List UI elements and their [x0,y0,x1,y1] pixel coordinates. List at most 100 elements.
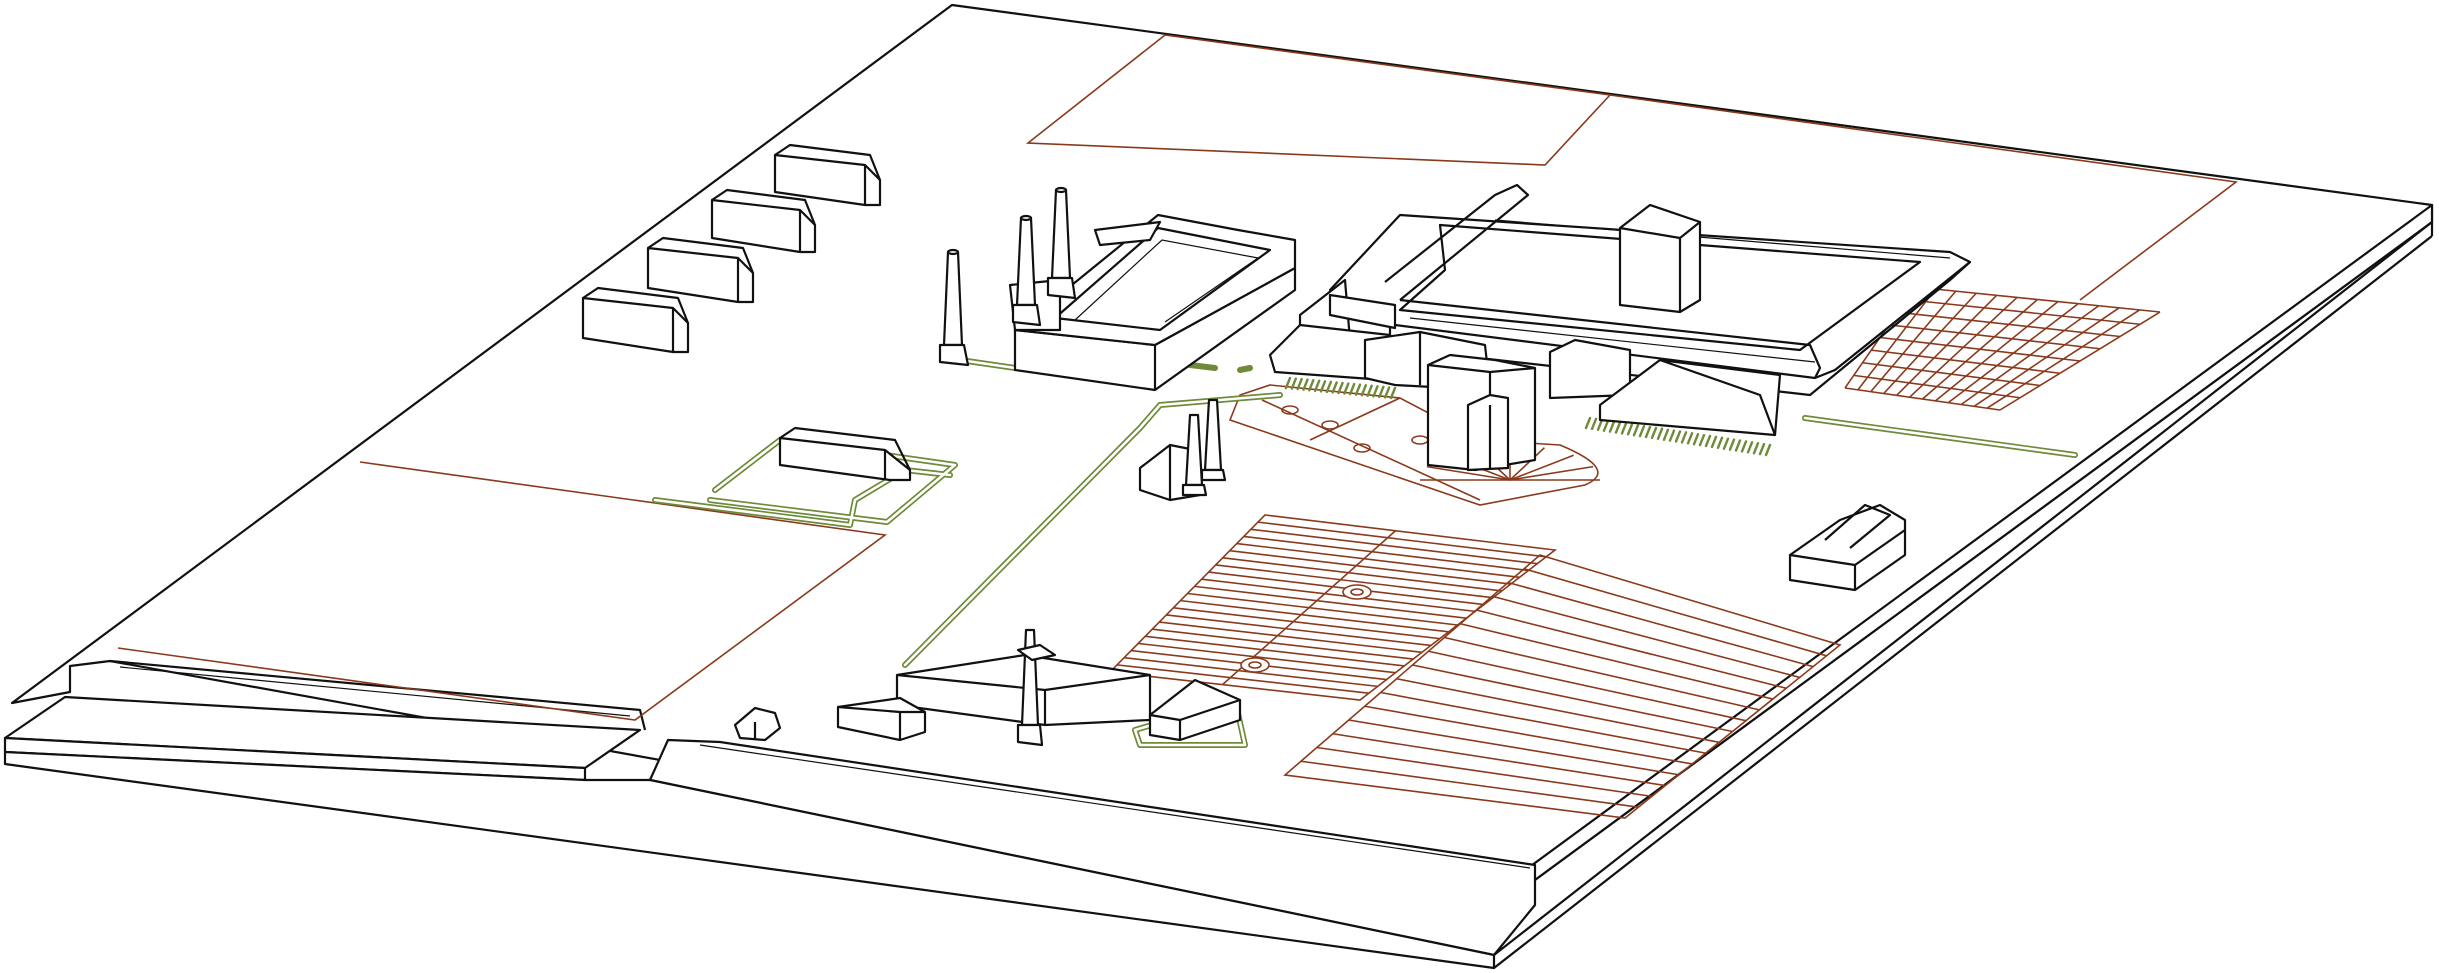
garden-bed-line [1222,557,1502,592]
garden-bed-line [1201,578,1476,613]
hedge-tick [1716,436,1724,449]
garden-bed-line [1250,528,1538,565]
hedge-tick [1650,426,1658,440]
hedge-tick [1704,434,1712,448]
plaza-radial [1426,465,1511,481]
hedge-tick [1656,427,1664,440]
grid-col-line [1986,309,2141,409]
hedge-tick [1710,435,1718,449]
hedge-tick [1644,425,1652,439]
grid-col-line [1947,303,2079,404]
garden-fountain [1350,588,1364,596]
hedge-tick [1383,386,1391,399]
grid-col-line [1909,296,2018,398]
hedge-tick [1372,385,1379,398]
furrow-line [1332,732,1666,787]
garden-bed-line [1145,635,1405,667]
plaza-planter [1353,443,1371,453]
buildings [581,143,1972,747]
garden-outline [1108,514,1558,701]
hedge-tick [1638,424,1646,438]
garden-bed-line [1138,642,1396,674]
left-strip-step [109,659,647,731]
courtyard-tower [1618,203,1702,314]
pipe-stub-2 [1237,365,1253,373]
furrow-line [1444,636,1760,711]
hedge-tick [1686,432,1694,445]
hedge-tick [1308,379,1315,392]
south-hedge-house [1148,678,1242,742]
field-garden-center [1108,514,1558,701]
enclosed-shed [778,426,912,482]
factory-annex [1093,220,1162,247]
hedge-tick [1608,420,1616,433]
plaza-planter [1411,435,1429,445]
hedge-tick [1296,377,1303,391]
hedge-rows [1284,376,1772,457]
garden-bed-line [1166,614,1432,647]
hedge-tick [1668,429,1676,442]
hedge-tick [1632,424,1640,437]
plaza-path [1309,397,1401,441]
hedge-tick [1752,442,1760,455]
garden-bed-line [1173,606,1440,640]
hedge-tick [1758,442,1766,456]
furrow-line [1491,595,1800,679]
south-shed-small [836,696,927,742]
garden-bed-line [1152,628,1414,660]
garden-bed-line [1187,592,1458,626]
hedge-tick [1343,382,1350,395]
hedge-tick [1284,376,1292,390]
hedge-tick [1319,380,1327,393]
slab-edge-line [1493,221,2433,956]
chimney-6-collar [1016,643,1057,662]
grid-col-line [1896,294,1998,396]
grid-col-line [1999,311,2161,411]
hedge-tick [1662,428,1670,441]
furrow-line [1428,650,1747,722]
grid-col-line [1921,298,2039,400]
hedge-tick [1602,419,1610,432]
field-triangle-south [1283,554,1842,819]
hedge-tick [1378,385,1385,399]
hedge-tick [1728,438,1736,451]
garden-bed-line [1243,535,1529,572]
garden-fountain [1248,661,1262,669]
plot-boundaries [117,34,2239,721]
garden-bed-line [1194,585,1467,619]
grid-col-line [1960,305,2100,406]
furrow-line [1300,760,1639,808]
shed-4 [581,286,690,354]
furrow-line [1412,664,1733,733]
hedge-tick [1626,423,1634,436]
hedge-tick [1620,422,1628,435]
furrow-line [1316,746,1652,798]
furrow-line [1380,691,1706,754]
shed-2 [710,188,817,254]
hedge-tick [1596,418,1604,431]
furrow-line [1460,622,1773,700]
hedge-tick [1325,380,1333,394]
grid-col-line [1870,290,1957,393]
chimney-5 [1200,398,1227,482]
hedge-tick [1354,383,1362,396]
plot-north-right [1609,94,2239,301]
hedge-tick [1614,421,1622,434]
plaza-planter [1321,420,1339,430]
shed-1 [773,143,882,207]
hedge-tick [1290,377,1298,390]
hedge-tick [1348,382,1356,396]
east-cottage [1788,503,1907,592]
plaza-radial [1509,447,1545,481]
grid-col-line [1883,292,1977,395]
hedge-tick [1746,441,1754,454]
hedge-tick [1366,384,1373,397]
hedge-tick [1302,378,1309,391]
courtyard-wing-east [1548,338,1782,437]
hedge-tick [1722,437,1730,450]
plot-west [117,461,888,721]
plot-north-left [1025,34,1612,166]
grid-col-line [1973,307,2120,407]
chimney-2 [1011,214,1042,327]
